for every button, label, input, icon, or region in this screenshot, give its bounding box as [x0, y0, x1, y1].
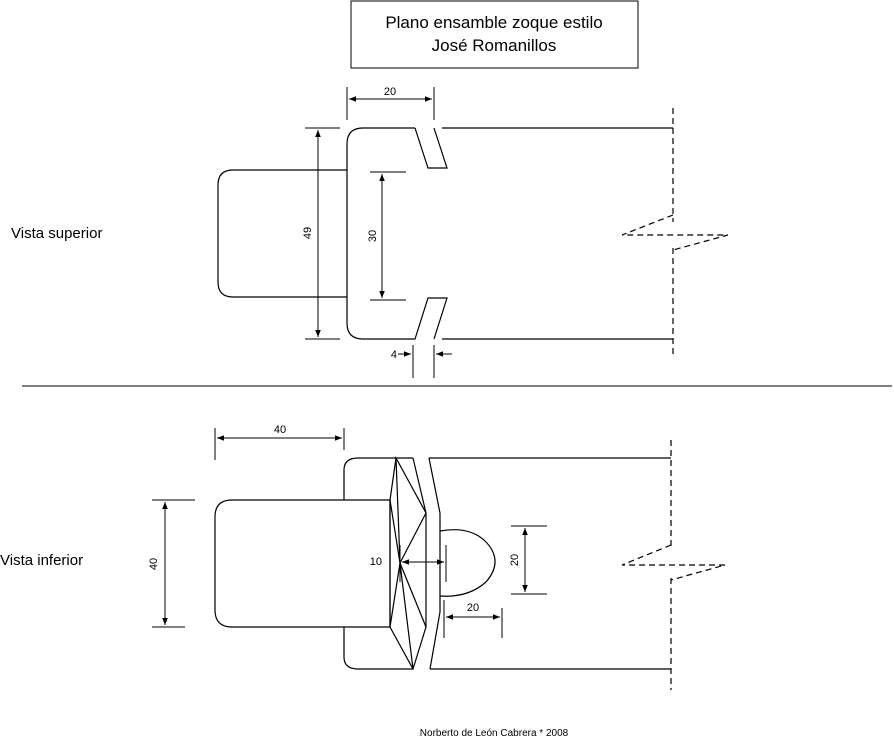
top-view-label: Vista superior: [11, 225, 102, 242]
top-view-left-tab: [217, 169, 347, 298]
bottom-view-label: Vista inferior: [0, 552, 83, 569]
wedge-facet: [395, 457, 401, 564]
dim-block-height: 40: [148, 558, 160, 570]
bottom-view-slot-right-edge: [428, 457, 441, 670]
author-credit: Norberto de León Cabrera * 2008: [420, 728, 569, 739]
dim-overall-height: 49: [302, 227, 314, 239]
top-view-break-mark: [621, 214, 729, 251]
top-view-heel-block: [346, 127, 448, 340]
wedge-facet: [399, 562, 427, 628]
wedge-facet: [399, 512, 427, 564]
bottom-view-slot-left-edge: [412, 457, 427, 514]
title-line-1: Plano ensamble zoque estilo: [385, 13, 602, 32]
bottom-view-oval: [439, 529, 496, 597]
wedge-facet: [389, 562, 401, 628]
wedge-facet: [389, 499, 401, 564]
dim-oval-width: 20: [467, 602, 479, 614]
top-view: Vista superior 20 49 30 4: [11, 86, 729, 378]
top-view-top-notch: [414, 127, 448, 169]
bottom-view: Vista inferior 40: [0, 424, 726, 690]
dim-top-width: 20: [384, 86, 396, 98]
wedge-facet: [399, 562, 414, 670]
dim-point: 10: [370, 556, 382, 568]
dim-oval-height: 20: [509, 554, 521, 566]
bottom-view-break-mark: [621, 544, 726, 581]
bottom-view-upper-flange: [343, 457, 413, 500]
dim-block-width: 40: [274, 424, 286, 436]
dim-inner-height: 30: [367, 230, 379, 242]
dim-gap: 4: [391, 349, 397, 361]
title-line-2: José Romanillos: [432, 36, 557, 55]
bottom-view-left-block: [214, 499, 390, 628]
bottom-view-lower-flange: [343, 627, 413, 670]
title-block: Plano ensamble zoque estilo José Romanil…: [350, 0, 639, 69]
